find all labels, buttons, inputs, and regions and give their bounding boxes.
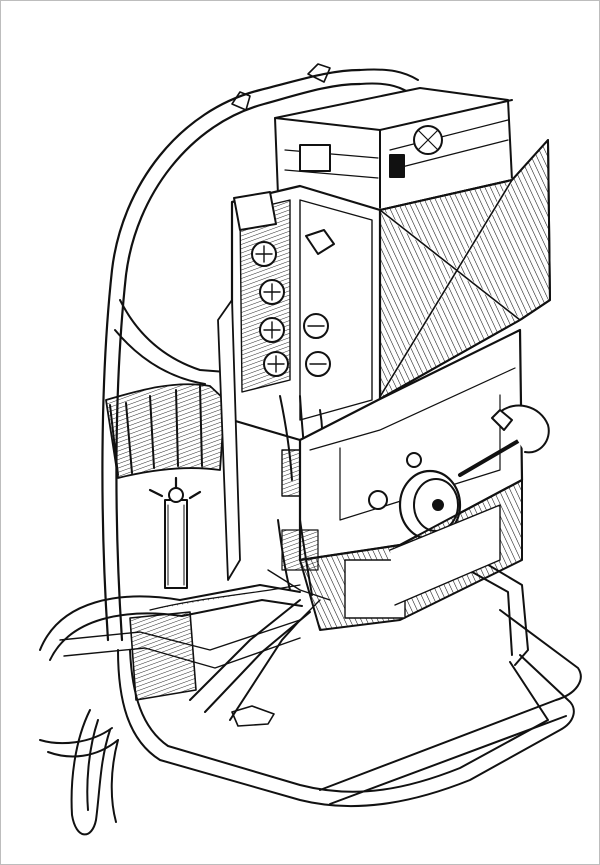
control-knob-icon bbox=[252, 230, 334, 376]
shoulder-straps bbox=[40, 300, 320, 834]
radio-set bbox=[218, 88, 550, 630]
front-panel bbox=[232, 186, 380, 500]
battery-box bbox=[275, 88, 512, 210]
mounting-plate bbox=[218, 300, 240, 580]
radio-body bbox=[268, 330, 549, 630]
strap-buckle-icon bbox=[150, 478, 200, 588]
